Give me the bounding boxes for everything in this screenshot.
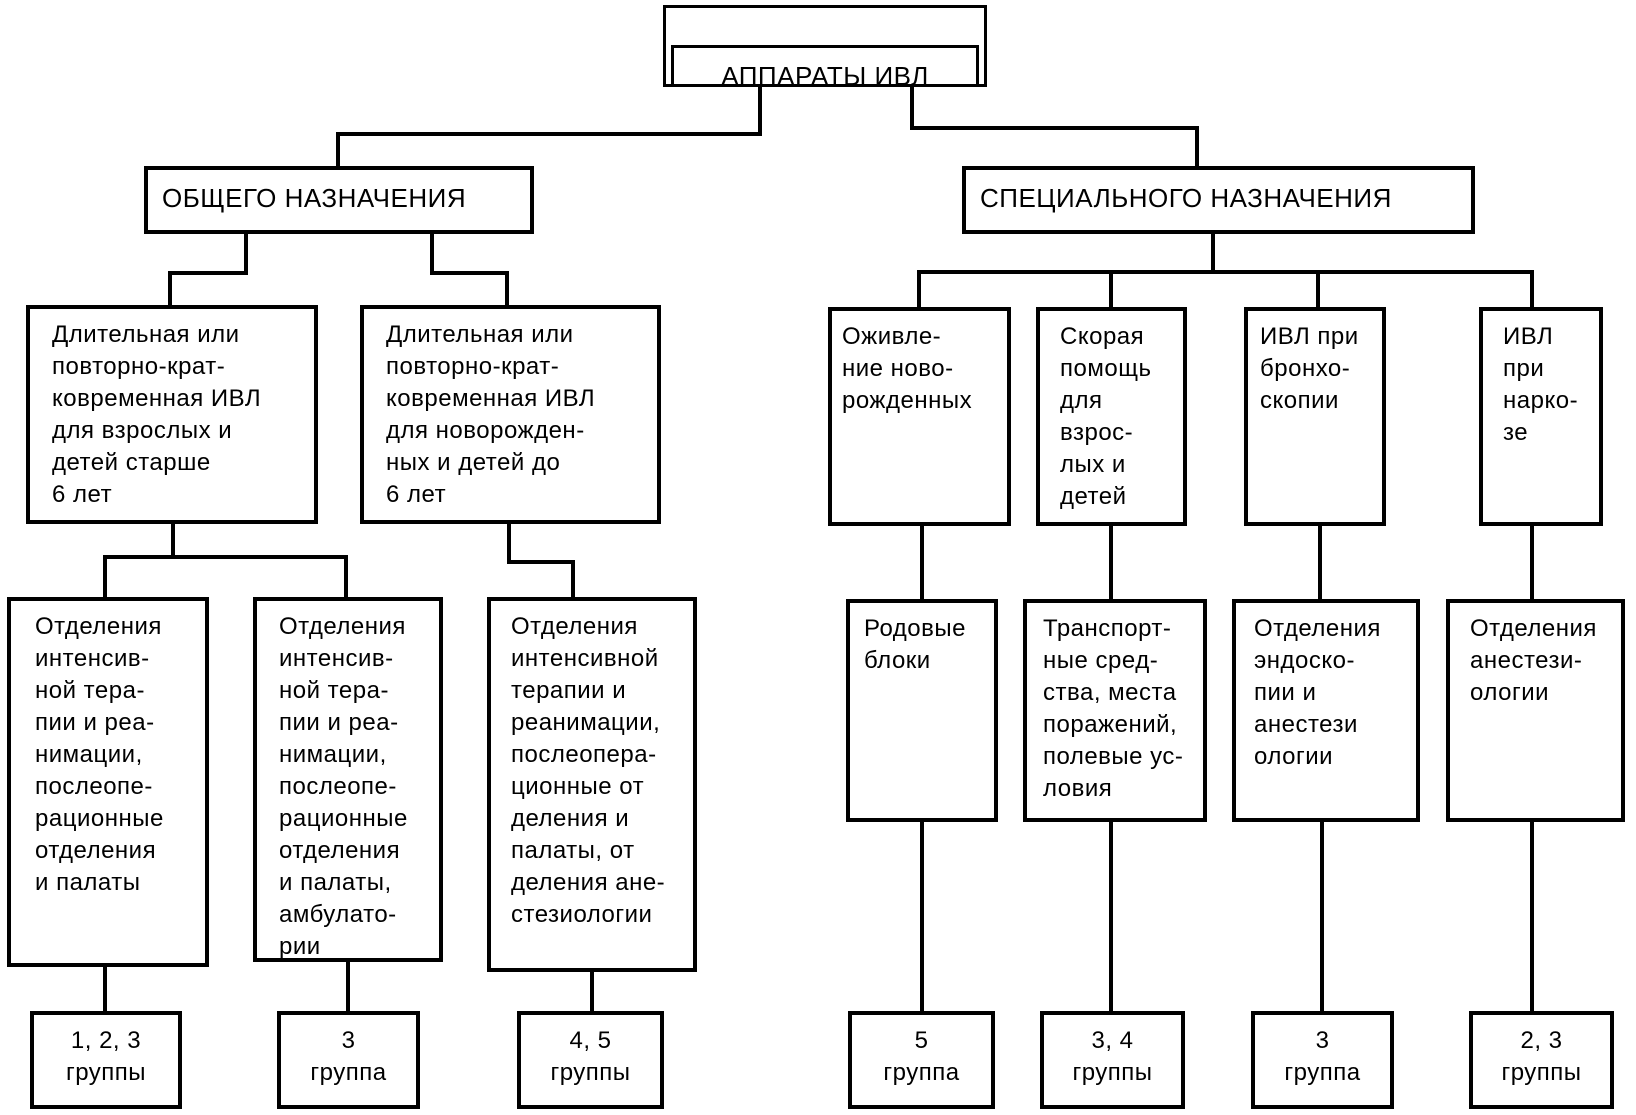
- department-d1: Отделения интенсив- ной тера- пии и реа-…: [7, 597, 209, 967]
- department-d4: Родовые блоки: [846, 599, 998, 822]
- group-g1: 1, 2, 3 группы: [30, 1011, 182, 1109]
- group-g7: 2, 3 группы: [1469, 1011, 1614, 1109]
- group-g2: 3 группа: [277, 1011, 420, 1109]
- group-g4: 5 группа: [848, 1011, 995, 1109]
- group-g3: 4, 5 группы: [517, 1011, 664, 1109]
- group-g5: 3, 4 группы: [1040, 1011, 1185, 1109]
- root-label: АППАРАТЫ ИВЛ: [671, 45, 979, 84]
- type-emergency: Скорая помощь для взрос- лых и детей: [1036, 307, 1187, 526]
- department-d5: Транспорт- ные сред- ства, места поражен…: [1023, 599, 1207, 822]
- category-general: ОБЩЕГО НАЗНАЧЕНИЯ: [144, 166, 534, 234]
- department-d3: Отделения интенсивной терапии и реанимац…: [487, 597, 697, 972]
- type-newborns: Длительная или повторно-крат- ковременна…: [360, 305, 661, 524]
- root-box: АППАРАТЫ ИВЛ: [663, 5, 987, 87]
- type-resuscitation: Оживле- ние ново- рожденных: [828, 307, 1011, 526]
- type-bronchoscopy: ИВЛ при бронхо- скопии: [1244, 307, 1386, 526]
- category-special: СПЕЦИАЛЬНОГО НАЗНАЧЕНИЯ: [962, 166, 1475, 234]
- department-d6: Отделения эндоско- пии и анестези ологии: [1232, 599, 1420, 822]
- type-anesthesia: ИВЛ при нарко- зе: [1479, 307, 1603, 526]
- department-d2: Отделения интенсив- ной тера- пии и реа-…: [253, 597, 443, 962]
- type-adults: Длительная или повторно-крат- ковременна…: [26, 305, 318, 524]
- group-g6: 3 группа: [1251, 1011, 1394, 1109]
- department-d7: Отделения анестези- ологии: [1446, 599, 1625, 822]
